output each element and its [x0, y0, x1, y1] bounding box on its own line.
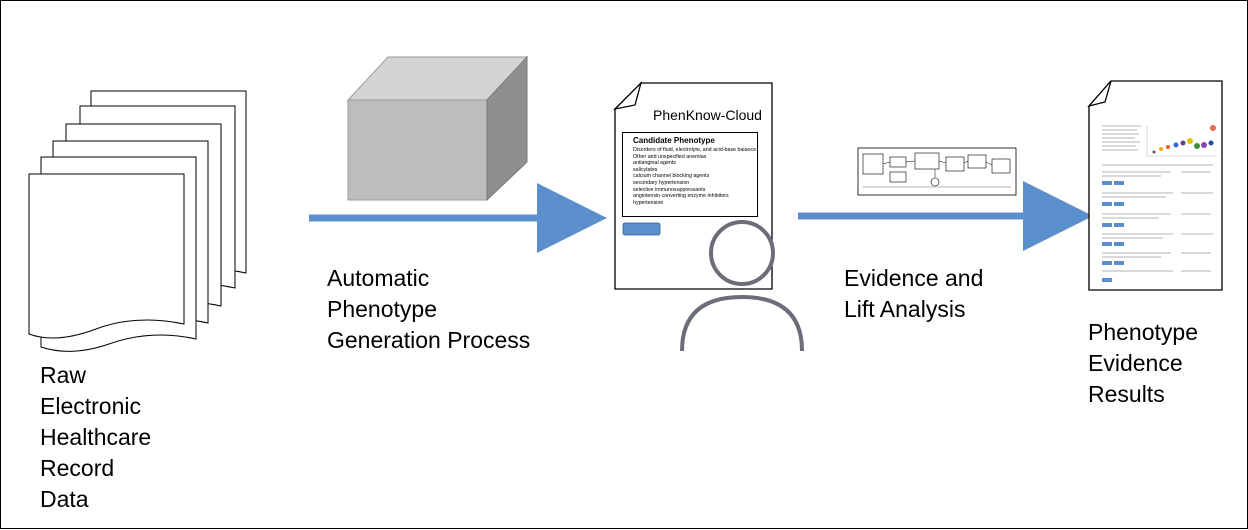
candidate-item: angiotensin converting enzyme inhibitors [633, 193, 729, 200]
tool-title: PhenKnow-Cloud [653, 107, 762, 123]
results-label: Phenotype Evidence Results [1088, 317, 1198, 410]
raw-label-line: Data [40, 486, 89, 512]
candidate-item: selective immunosuppressants [633, 186, 706, 193]
raw-label-line: Record [40, 455, 115, 481]
candidate-item: calcium channel blocking agents [633, 173, 710, 180]
evidence-analysis-label: Evidence and Lift Analysis [844, 263, 983, 325]
results-label-line: Results [1088, 381, 1165, 407]
generation-label-line: Automatic [327, 265, 430, 291]
generation-process-label: Automatic Phenotype Generation Process [327, 263, 530, 356]
results-label-line: Phenotype [1088, 319, 1198, 345]
raw-data-label: Raw Electronic Healthcare Record Data [40, 360, 151, 515]
document-button [622, 222, 661, 236]
candidate-item: salicylates [633, 166, 658, 173]
results-label-line: Evidence [1088, 350, 1183, 376]
raw-records-stack-icon [28, 90, 247, 352]
workflow-thumbnail [857, 147, 1017, 196]
processing-cube-icon [346, 55, 529, 202]
raw-label-line: Electronic [40, 393, 141, 419]
results-document [1087, 80, 1223, 291]
scatter-thumbnail [1146, 125, 1217, 157]
evidence-label-line: Lift Analysis [844, 296, 966, 322]
candidate-item: Other and unspecified anemias [633, 153, 707, 160]
candidate-item: hypertension [633, 199, 664, 206]
user-icon [680, 220, 804, 352]
candidate-item: Disorders of fluid, electrolyte, and aci… [633, 147, 757, 153]
candidate-item: antianginal agents [633, 160, 676, 167]
raw-label-line: Raw [40, 362, 87, 388]
raw-label-line: Healthcare [40, 424, 152, 450]
candidate-phenotype-box: Candidate Phenotype Disorders of fluid, … [622, 132, 758, 217]
candidate-heading: Candidate Phenotype [633, 136, 715, 145]
evidence-label-line: Evidence and [844, 265, 984, 291]
generation-label-line: Generation Process [327, 327, 531, 353]
generation-label-line: Phenotype [327, 296, 437, 322]
candidate-item: secondary hypertension [633, 179, 690, 186]
